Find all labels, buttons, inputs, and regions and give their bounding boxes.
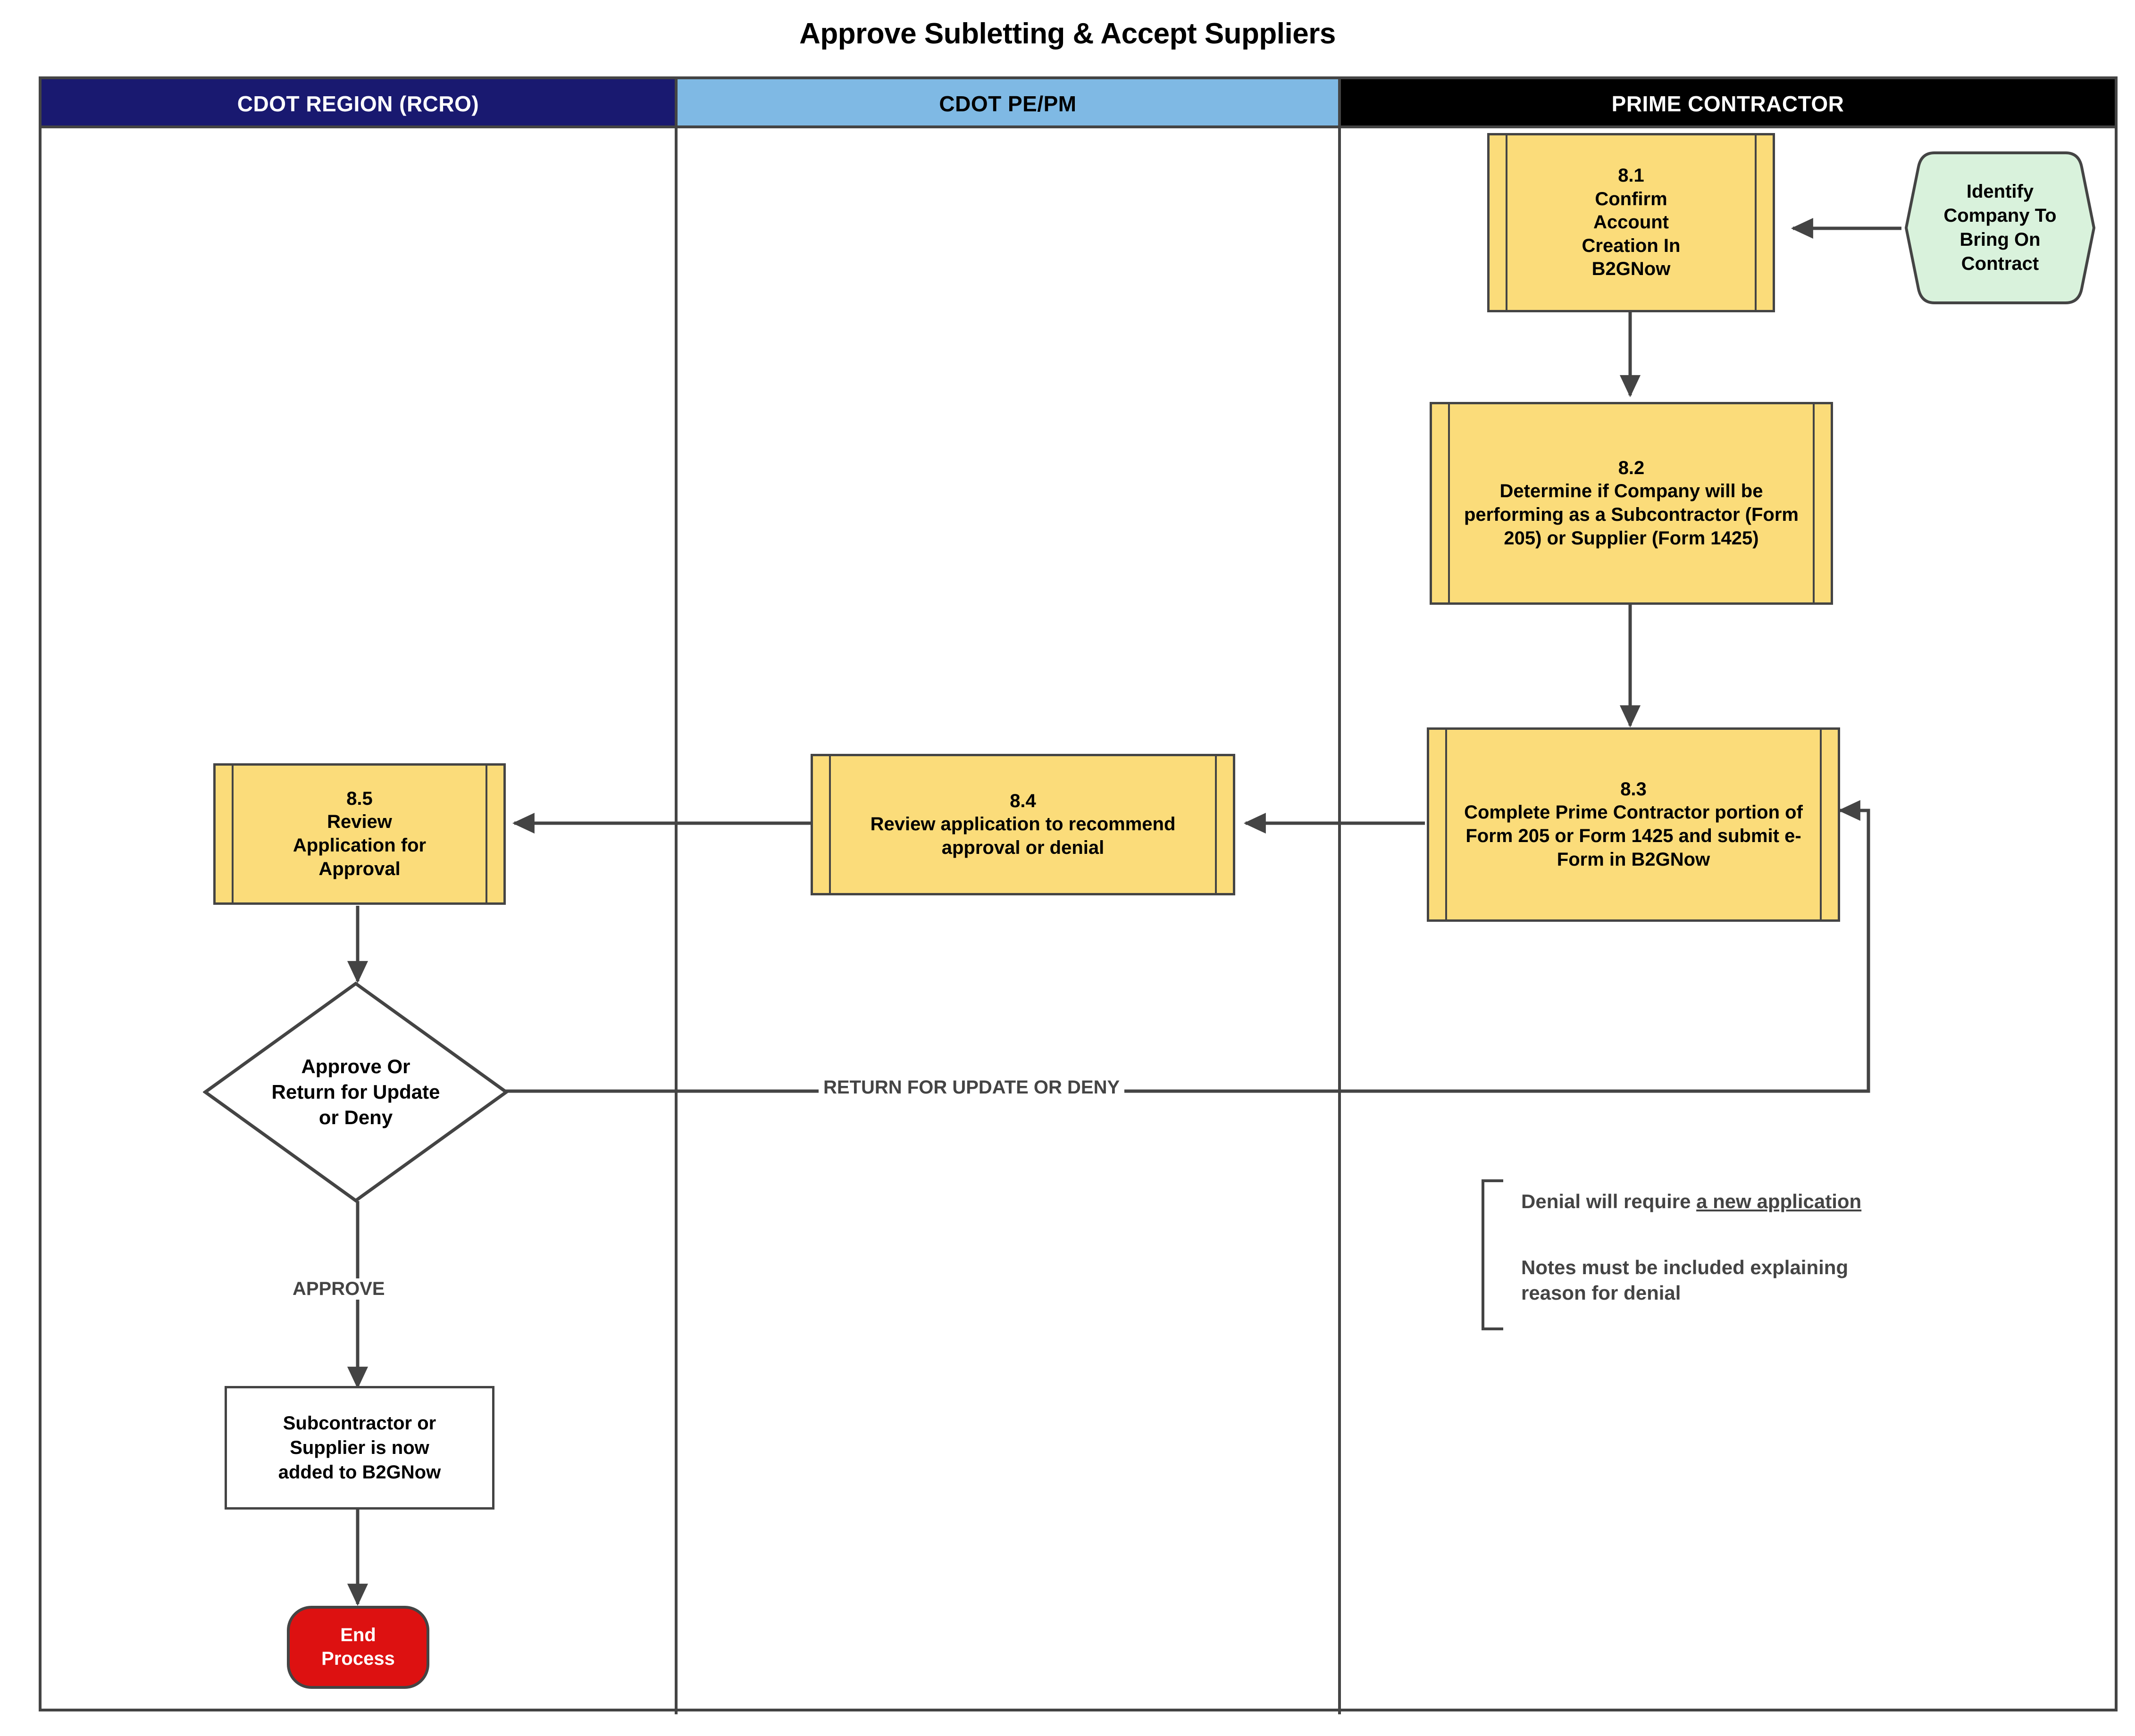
notes-block: Denial will require a new application No… xyxy=(1482,1179,1991,1330)
note-line-reason: Notes must be included explaining reason… xyxy=(1521,1256,1849,1304)
lane-header-cdot-region: CDOT REGION (RCRO) xyxy=(42,79,675,128)
edge-label-return-for-update-or-deny: RETURN FOR UPDATE OR DENY xyxy=(819,1077,1125,1098)
predefined-process-bar-left xyxy=(1448,404,1450,602)
page-title: Approve Subletting & Accept Suppliers xyxy=(799,17,1336,50)
node-label: 8.3 Complete Prime Contractor portion of… xyxy=(1464,778,1803,870)
node-8-1-confirm-account-creation[interactable]: 8.1 Confirm Account Creation In B2GNow xyxy=(1487,133,1775,312)
lane-header-prime-contractor: PRIME CONTRACTOR xyxy=(1341,79,2115,128)
predefined-process-bar-left xyxy=(1506,135,1507,310)
note-denial-emphasis: a new application xyxy=(1696,1190,1862,1212)
node-subcontractor-added-to-b2gnow[interactable]: Subcontractor or Supplier is now added t… xyxy=(225,1386,494,1510)
note-denial-prefix: Denial will require xyxy=(1521,1190,1697,1212)
node-label: Subcontractor or Supplier is now added t… xyxy=(278,1413,441,1483)
lane-header-label: CDOT PE/PM xyxy=(939,92,1077,116)
node-8-4-review-application-recommend[interactable]: 8.4 Review application to recommend appr… xyxy=(811,754,1235,895)
predefined-process-bar-right xyxy=(1813,404,1815,602)
node-end-process[interactable]: End Process xyxy=(287,1606,429,1689)
edge-label-approve: APPROVE xyxy=(288,1278,390,1300)
predefined-process-bar-left xyxy=(829,756,831,893)
note-line-denial: Denial will require a new application xyxy=(1521,1189,1861,1214)
lane-divider-1 xyxy=(675,79,678,1714)
lane-divider-2 xyxy=(1338,79,1341,1714)
node-label: 8.4 Review application to recommend appr… xyxy=(870,790,1176,858)
predefined-process-bar-left xyxy=(1445,730,1447,919)
node-label: 8.5 Review Application for Approval xyxy=(293,788,427,879)
node-8-2-determine-subcontractor-or-supplier[interactable]: 8.2 Determine if Company will be perform… xyxy=(1430,402,1833,605)
lane-header-label: PRIME CONTRACTOR xyxy=(1611,92,1844,116)
predefined-process-bar-right xyxy=(1215,756,1217,893)
preparation-shape-icon xyxy=(1905,151,2095,304)
node-decision-approve-or-return[interactable]: Approve Or Return for Update or Deny xyxy=(203,981,509,1203)
node-label: End Process xyxy=(321,1625,395,1669)
decision-diamond-icon xyxy=(203,981,509,1203)
node-label: 8.1 Confirm Account Creation In B2GNow xyxy=(1582,165,1681,280)
node-identify-company[interactable]: Identify Company To Bring On Contract xyxy=(1903,150,2097,306)
lane-header-label: CDOT REGION (RCRO) xyxy=(237,92,479,116)
predefined-process-bar-right xyxy=(486,766,487,902)
node-label: Approve Or Return for Update or Deny xyxy=(271,1055,440,1128)
node-8-3-complete-prime-contractor-portion[interactable]: 8.3 Complete Prime Contractor portion of… xyxy=(1427,727,1840,922)
node-label: Identify Company To Bring On Contract xyxy=(1943,181,2057,275)
predefined-process-bar-right xyxy=(1820,730,1822,919)
predefined-process-bar-right xyxy=(1755,135,1757,310)
notes-bracket-icon xyxy=(1482,1179,1503,1330)
predefined-process-bar-left xyxy=(232,766,234,902)
lane-header-cdot-pe-pm: CDOT PE/PM xyxy=(678,79,1338,128)
node-label: 8.2 Determine if Company will be perform… xyxy=(1464,457,1799,549)
node-8-5-review-application-for-approval[interactable]: 8.5 Review Application for Approval xyxy=(213,763,506,905)
